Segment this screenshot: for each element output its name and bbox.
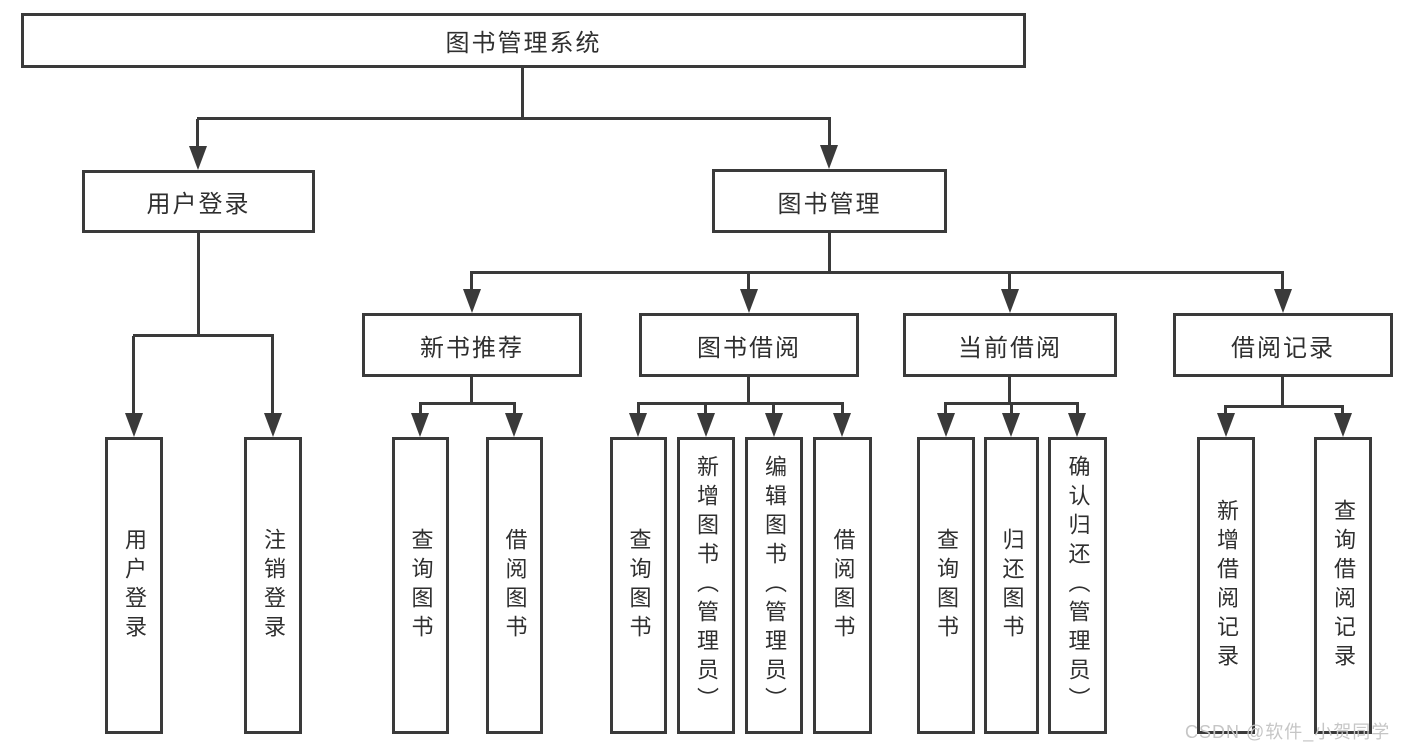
arrowhead-to-query-books-1 bbox=[411, 413, 429, 437]
leaf-query-books-2: 查询图书 bbox=[610, 437, 667, 734]
leaf-add-borrow-record: 新增借阅记录 bbox=[1197, 437, 1255, 734]
connector-leaf13-stem bbox=[1341, 407, 1344, 416]
connector-leaf3-stem bbox=[419, 404, 422, 415]
leaf-query-borrow-record: 查询借阅记录 bbox=[1314, 437, 1372, 734]
csdn-watermark: CSDN @软件_小贺同学 bbox=[1185, 722, 1391, 742]
leaf-borrow-books-2: 借阅图书 bbox=[813, 437, 872, 734]
arrowhead-to-confirm-return bbox=[1068, 413, 1086, 437]
arrowhead-to-query-books-3 bbox=[937, 413, 955, 437]
connector-leaf6-stem bbox=[704, 404, 707, 415]
leaf-query-books-3: 查询图书 bbox=[917, 437, 975, 734]
connector-leaf12-stem bbox=[1224, 407, 1227, 416]
connector-current-rail bbox=[944, 402, 1079, 405]
connector-borrow-down bbox=[747, 377, 750, 404]
arrowhead-to-book-management bbox=[820, 145, 838, 169]
connector-leaf9-stem bbox=[944, 404, 947, 415]
arrowhead-to-user-login bbox=[189, 146, 207, 170]
connector-root-stem bbox=[521, 68, 524, 119]
arrowhead-to-book-borrow bbox=[740, 289, 758, 313]
connector-current-stem bbox=[1008, 273, 1011, 291]
connector-leaf7-stem bbox=[772, 404, 775, 415]
node-current-borrow: 当前借阅 bbox=[903, 313, 1117, 377]
arrowhead-to-borrow-books-2 bbox=[833, 413, 851, 437]
connector-leaf4-stem bbox=[513, 404, 516, 415]
arrowhead-to-new-book-recommend bbox=[463, 289, 481, 313]
arrowhead-to-leaf-logout bbox=[264, 413, 282, 437]
connector-login-stem bbox=[196, 119, 199, 149]
connector-records-rail bbox=[1224, 405, 1344, 408]
arrowhead-to-borrow-records bbox=[1274, 289, 1292, 313]
leaf-user-login: 用户登录 bbox=[105, 437, 163, 734]
connector-borrow-rail bbox=[637, 402, 844, 405]
arrowhead-to-borrow-books-1 bbox=[505, 413, 523, 437]
arrowhead-to-query-borrow-record bbox=[1334, 413, 1352, 437]
connector-leaf8-stem bbox=[841, 404, 844, 415]
connector-leaf11-stem bbox=[1076, 404, 1079, 415]
connector-level2-rail bbox=[197, 117, 831, 120]
arrowhead-to-add-books bbox=[697, 413, 715, 437]
arrowhead-to-leaf-user-login bbox=[125, 413, 143, 437]
connector-newbook-stem bbox=[470, 273, 473, 291]
connector-leaf5-stem bbox=[637, 404, 640, 415]
arrowhead-to-edit-books bbox=[765, 413, 783, 437]
connector-borrow-stem bbox=[747, 273, 750, 291]
connector-leaf10-stem bbox=[1010, 404, 1013, 415]
connector-current-down bbox=[1008, 377, 1011, 404]
leaf-add-books-admin: 新增图书（管理员） bbox=[677, 437, 735, 734]
arrowhead-to-query-books-2 bbox=[629, 413, 647, 437]
arrowhead-to-return-books bbox=[1002, 413, 1020, 437]
connector-newbook-down bbox=[470, 377, 473, 404]
connector-bookmgmt-stem bbox=[828, 119, 831, 149]
leaf-borrow-books-1: 借阅图书 bbox=[486, 437, 543, 734]
connector-login-down bbox=[197, 233, 200, 336]
connector-leaf1-stem bbox=[132, 336, 135, 415]
leaf-edit-books-admin: 编辑图书（管理员） bbox=[745, 437, 803, 734]
node-user-login: 用户登录 bbox=[82, 170, 315, 233]
connector-bookmgmt-down bbox=[828, 233, 831, 273]
connector-records-stem bbox=[1281, 273, 1284, 291]
connector-records-down bbox=[1281, 377, 1284, 407]
connector-login-rail bbox=[133, 334, 274, 337]
leaf-return-books: 归还图书 bbox=[984, 437, 1039, 734]
node-book-management: 图书管理 bbox=[712, 169, 947, 233]
node-root-system: 图书管理系统 bbox=[21, 13, 1026, 68]
node-borrow-records: 借阅记录 bbox=[1173, 313, 1393, 377]
connector-newbook-rail bbox=[419, 402, 516, 405]
leaf-query-books-1: 查询图书 bbox=[392, 437, 449, 734]
arrowhead-to-add-borrow-record bbox=[1217, 413, 1235, 437]
leaf-confirm-return-admin: 确认归还（管理员） bbox=[1048, 437, 1107, 734]
connector-leaf2-stem bbox=[271, 336, 274, 415]
node-book-borrow: 图书借阅 bbox=[639, 313, 859, 377]
connector-level3-rail bbox=[470, 271, 1284, 274]
arrowhead-to-current-borrow bbox=[1001, 289, 1019, 313]
node-new-book-recommend: 新书推荐 bbox=[362, 313, 582, 377]
leaf-logout: 注销登录 bbox=[244, 437, 302, 734]
